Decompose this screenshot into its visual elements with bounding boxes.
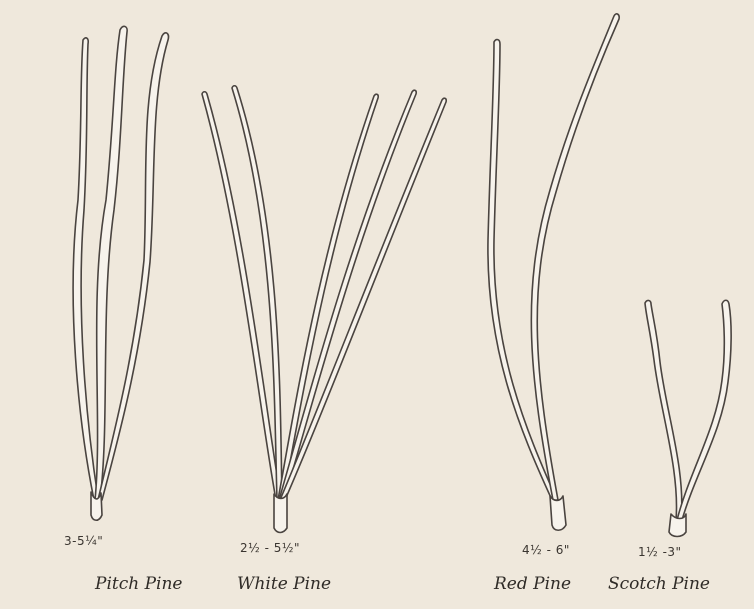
scotch-pine-label: Scotch Pine bbox=[608, 574, 710, 594]
pitch-pine-length: 3-5¼" bbox=[64, 534, 103, 548]
scotch-pine-length: 1½ -3" bbox=[638, 545, 682, 559]
red-pine-needles bbox=[488, 14, 619, 530]
pitch-pine-needles bbox=[73, 26, 168, 520]
scotch-pine-needles bbox=[645, 300, 731, 536]
white-pine-label: White Pine bbox=[237, 574, 331, 594]
red-pine-length: 4½ - 6" bbox=[522, 543, 570, 557]
pitch-pine-label: Pitch Pine bbox=[95, 574, 182, 594]
white-pine-length: 2½ - 5½" bbox=[240, 541, 300, 555]
red-pine-label: Red Pine bbox=[494, 574, 571, 594]
white-pine-needles bbox=[202, 86, 446, 533]
